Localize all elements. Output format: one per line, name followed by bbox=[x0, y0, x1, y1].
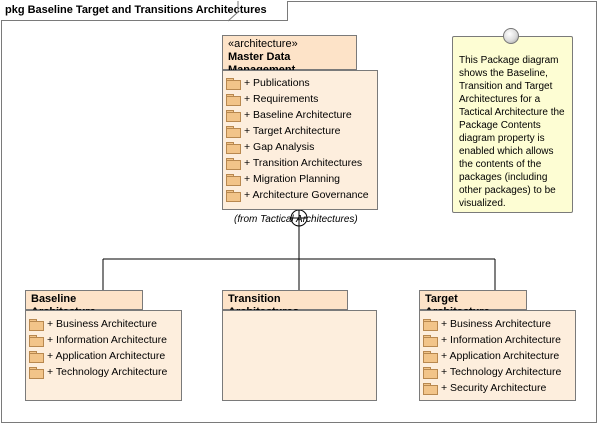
transition-package-tab[interactable]: Transition Architectures bbox=[222, 290, 348, 318]
package-item-label: + Information Architecture bbox=[47, 334, 167, 346]
package-item[interactable]: + Technology Architecture bbox=[29, 364, 181, 380]
package-item-label: + Transition Architectures bbox=[244, 157, 363, 169]
package-item-label: + Target Architecture bbox=[244, 125, 341, 137]
package-item[interactable]: + Application Architecture bbox=[29, 348, 181, 364]
package-item[interactable]: + Application Architecture bbox=[423, 348, 575, 364]
target-package-body[interactable]: + Business Architecture + Information Arc… bbox=[419, 310, 576, 401]
package-item-label: + Gap Analysis bbox=[244, 141, 315, 153]
package-item[interactable]: + Information Architecture bbox=[423, 332, 575, 348]
baseline-item-list: + Business Architecture + Information Arc… bbox=[29, 316, 181, 380]
transition-package-body[interactable] bbox=[222, 310, 377, 401]
folder-icon bbox=[226, 157, 241, 170]
package-item-label: + Business Architecture bbox=[441, 318, 552, 330]
package-item[interactable]: + Baseline Architecture bbox=[226, 107, 377, 123]
target-item-list: + Business Architecture + Information Arc… bbox=[423, 316, 575, 396]
package-item[interactable]: + Security Architecture bbox=[423, 380, 575, 396]
folder-icon bbox=[226, 109, 241, 122]
package-item[interactable]: + Migration Planning bbox=[226, 171, 377, 187]
folder-icon bbox=[226, 189, 241, 202]
master-package-body[interactable]: + Publications + Requirements + Baseline A… bbox=[222, 70, 378, 210]
package-item[interactable]: + Target Architecture bbox=[226, 123, 377, 139]
baseline-package-tab[interactable]: Baseline Architecture bbox=[25, 290, 143, 318]
master-package-tab[interactable]: «architecture» Master Data Management bbox=[222, 35, 357, 76]
frame-title: pkg Baseline Target and Transitions Arch… bbox=[1, 1, 288, 21]
folder-icon bbox=[423, 350, 438, 363]
package-item[interactable]: + Business Architecture bbox=[423, 316, 575, 332]
package-item-label: + Migration Planning bbox=[244, 173, 341, 185]
pin-icon bbox=[503, 28, 519, 44]
folder-icon bbox=[29, 318, 44, 331]
folder-icon bbox=[226, 173, 241, 186]
folder-icon bbox=[423, 366, 438, 379]
package-item[interactable]: + Requirements bbox=[226, 91, 377, 107]
folder-icon bbox=[226, 93, 241, 106]
package-item-label: + Application Architecture bbox=[441, 350, 560, 362]
folder-icon bbox=[29, 366, 44, 379]
package-item[interactable]: + Gap Analysis bbox=[226, 139, 377, 155]
package-item[interactable]: + Architecture Governance bbox=[226, 187, 377, 203]
containment-circle-icon bbox=[290, 209, 308, 227]
folder-icon bbox=[423, 334, 438, 347]
package-item-label: + Application Architecture bbox=[47, 350, 166, 362]
folder-icon bbox=[29, 350, 44, 363]
folder-icon bbox=[226, 141, 241, 154]
folder-icon bbox=[423, 318, 438, 331]
package-item-label: + Information Architecture bbox=[441, 334, 561, 346]
note-text: This Package diagram shows the Baseline,… bbox=[459, 55, 565, 209]
folder-icon bbox=[226, 125, 241, 138]
baseline-package-body[interactable]: + Business Architecture + Information Arc… bbox=[25, 310, 182, 401]
package-item[interactable]: + Information Architecture bbox=[29, 332, 181, 348]
package-item-label: + Baseline Architecture bbox=[244, 109, 352, 121]
package-item[interactable]: + Technology Architecture bbox=[423, 364, 575, 380]
package-item-label: + Architecture Governance bbox=[244, 189, 369, 201]
package-item-label: + Technology Architecture bbox=[441, 366, 562, 378]
target-package-tab[interactable]: Target Architecture bbox=[419, 290, 527, 318]
package-item[interactable]: + Transition Architectures bbox=[226, 155, 377, 171]
diagram-note[interactable]: This Package diagram shows the Baseline,… bbox=[452, 36, 573, 213]
package-item-label: + Security Architecture bbox=[441, 382, 547, 394]
folder-icon bbox=[423, 382, 438, 395]
master-stereotype: «architecture» bbox=[228, 38, 298, 50]
master-item-list: + Publications + Requirements + Baseline A… bbox=[226, 75, 377, 203]
package-item[interactable]: + Business Architecture bbox=[29, 316, 181, 332]
package-item-label: + Publications bbox=[244, 77, 310, 89]
package-item-label: + Business Architecture bbox=[47, 318, 158, 330]
folder-icon bbox=[29, 334, 44, 347]
package-item-label: + Requirements bbox=[244, 93, 319, 105]
master-from-label: (from Tactical Architectures) bbox=[234, 214, 358, 225]
folder-icon bbox=[226, 77, 241, 90]
package-item[interactable]: + Publications bbox=[226, 75, 377, 91]
package-item-label: + Technology Architecture bbox=[47, 366, 168, 378]
